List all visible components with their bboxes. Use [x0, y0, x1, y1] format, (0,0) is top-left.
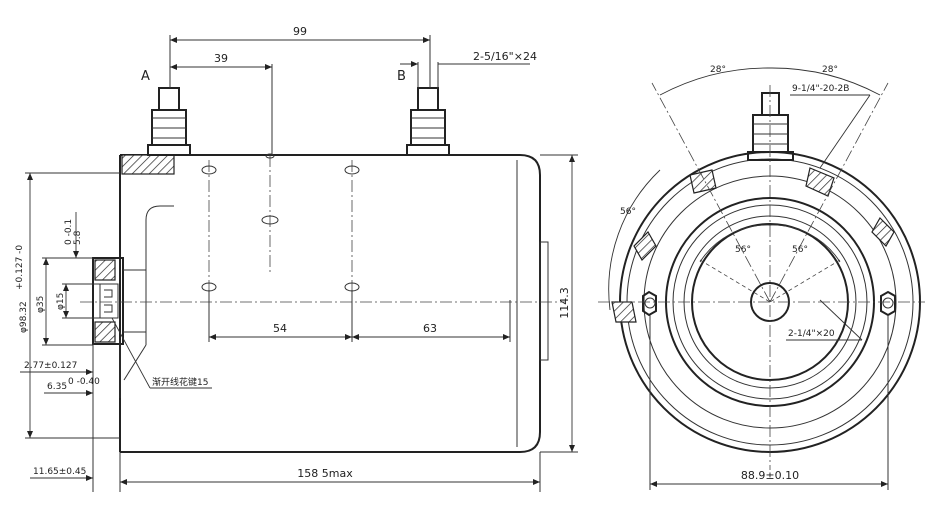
- dim-height: 114.3: [558, 287, 571, 319]
- dim-angle-56-inner-right: 56°: [792, 245, 808, 255]
- dim-bolt-circle: 88.9±0.10: [741, 469, 799, 482]
- dim-angle-28-left: 28°: [710, 65, 726, 75]
- dim-thread-bottom: 2-1/4"×20: [788, 329, 835, 339]
- end-view: 28° 28° 56° 56° 56° 9-1/4"-20-2B 2-1/4"×…: [598, 65, 925, 490]
- dim-step: 5.8: [73, 230, 83, 245]
- dim-angle-28-right: 28°: [822, 65, 838, 75]
- end-view-terminal: [747, 92, 794, 161]
- dim-overall-length: 158 5max: [297, 467, 353, 480]
- dim-39: 39: [214, 52, 228, 65]
- terminal-stud-a: [147, 87, 191, 156]
- terminal-label-a: A: [141, 69, 150, 84]
- dim-thread-top: 9-1/4"-20-2B: [792, 84, 849, 94]
- dim-63: 63: [423, 322, 437, 335]
- shaft-flange: [92, 257, 146, 345]
- dim-bore-35: φ35: [36, 296, 46, 313]
- dim-left-offset: 11.65±0.45: [33, 467, 86, 477]
- hex-nuts: [642, 290, 896, 317]
- side-view: 99 39 2-5/16"×24 A B 114.3 54 63 φ98.32 …: [15, 25, 578, 492]
- dim-angle-56-inner-left: 56°: [735, 245, 751, 255]
- dim-angle-56-outer: 56°: [620, 207, 636, 217]
- end-cap-section: [121, 154, 175, 175]
- dim-99: 99: [293, 25, 307, 38]
- dim-54: 54: [273, 322, 287, 335]
- dim-6-35-tolerance: 0 -0.40: [68, 377, 100, 387]
- dim-stud-thread: 2-5/16"×24: [473, 50, 537, 63]
- mounting-holes: [201, 153, 360, 292]
- dim-spline: 渐开线花键15: [152, 376, 208, 388]
- terminal-label-b: B: [397, 69, 406, 84]
- dim-6-35: 6.35: [47, 382, 67, 392]
- dim-step-tolerance: 0 -0.1: [64, 219, 74, 245]
- dim-2-77: 2.77±0.127: [24, 361, 77, 371]
- dim-pilot-diameter: φ98.32: [19, 301, 29, 333]
- motor-body: [119, 154, 549, 453]
- dim-bore-15: φ15: [56, 293, 66, 310]
- terminal-stud-b: [406, 87, 450, 156]
- dim-pilot-tolerance: +0.127 -0: [15, 245, 25, 290]
